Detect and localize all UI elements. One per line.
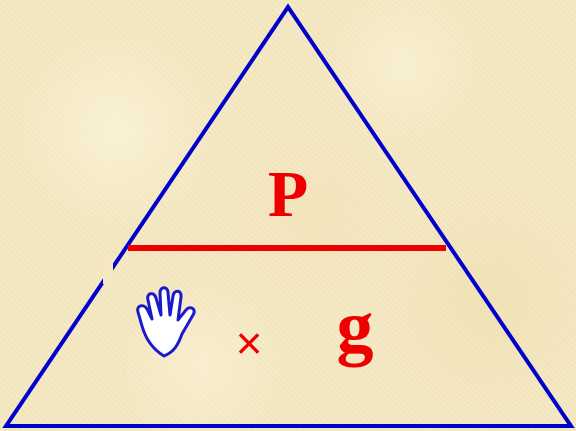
numerator-label: P <box>268 158 308 231</box>
triangle-edge-gap <box>103 262 113 284</box>
denominator-g-label: g <box>337 286 374 368</box>
triangle-outline <box>2 3 575 428</box>
times-operator: × <box>236 317 263 369</box>
hand-icon <box>136 286 196 358</box>
